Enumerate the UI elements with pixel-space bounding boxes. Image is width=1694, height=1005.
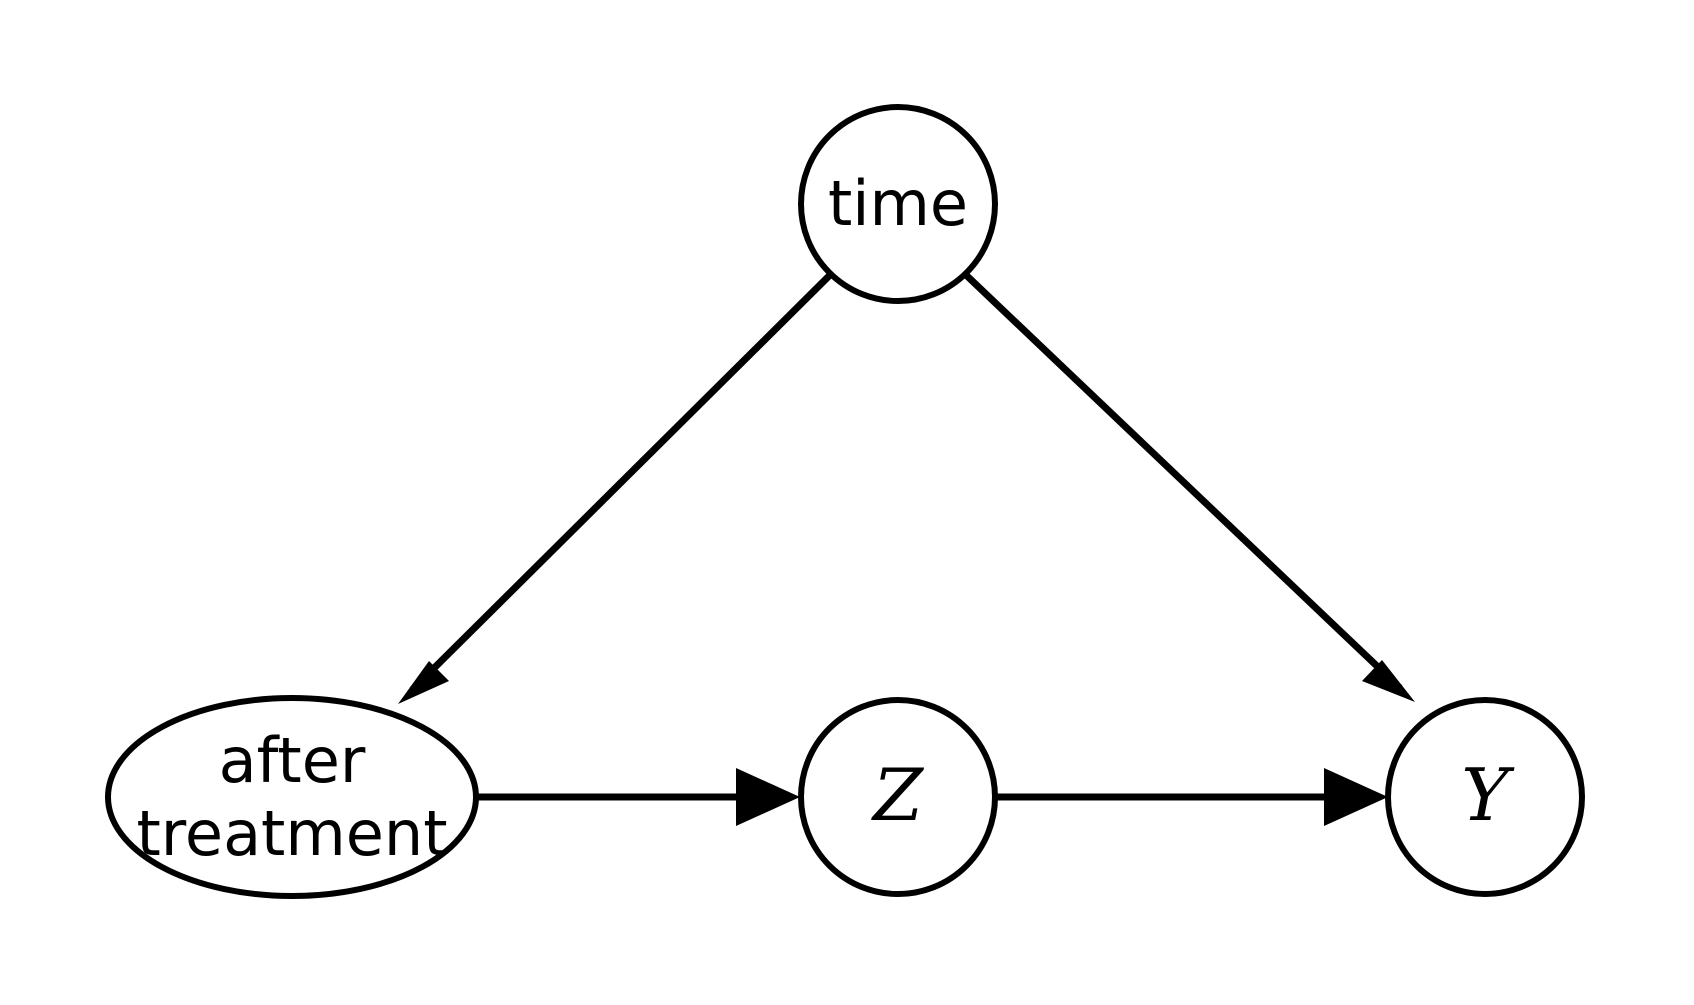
- node-z-label: Z: [871, 753, 925, 837]
- node-y[interactable]: Y: [1385, 697, 1585, 897]
- node-time-label: time: [828, 167, 968, 240]
- node-after-treatment-ellipse[interactable]: [105, 695, 479, 899]
- edge-time-to-after-treatment: [398, 272, 833, 704]
- edge-after-treatment-to-Z: [476, 768, 800, 826]
- arrow-head-into-y-from-z: [1324, 768, 1388, 826]
- node-after-treatment[interactable]: after treatment: [105, 695, 479, 899]
- edge-line-time-after-treatment: [409, 272, 833, 693]
- arrow-head-into-after-treatment: [398, 661, 449, 704]
- node-y-label: Y: [1461, 753, 1515, 837]
- node-time[interactable]: time: [798, 104, 998, 304]
- node-y-circle[interactable]: [1385, 697, 1585, 897]
- node-after-treatment-label-line2: treatment: [136, 797, 447, 870]
- node-time-circle[interactable]: [798, 104, 998, 304]
- edge-time-to-Y: [963, 272, 1415, 702]
- edge-Z-to-Y: [996, 768, 1388, 826]
- node-after-treatment-label-line1: after: [219, 724, 366, 797]
- arrow-head-into-z: [736, 768, 800, 826]
- node-z-circle[interactable]: [798, 697, 998, 897]
- arrow-head-into-y-from-time: [1362, 660, 1415, 702]
- edge-line-time-y: [963, 272, 1403, 691]
- node-z[interactable]: Z: [798, 697, 998, 897]
